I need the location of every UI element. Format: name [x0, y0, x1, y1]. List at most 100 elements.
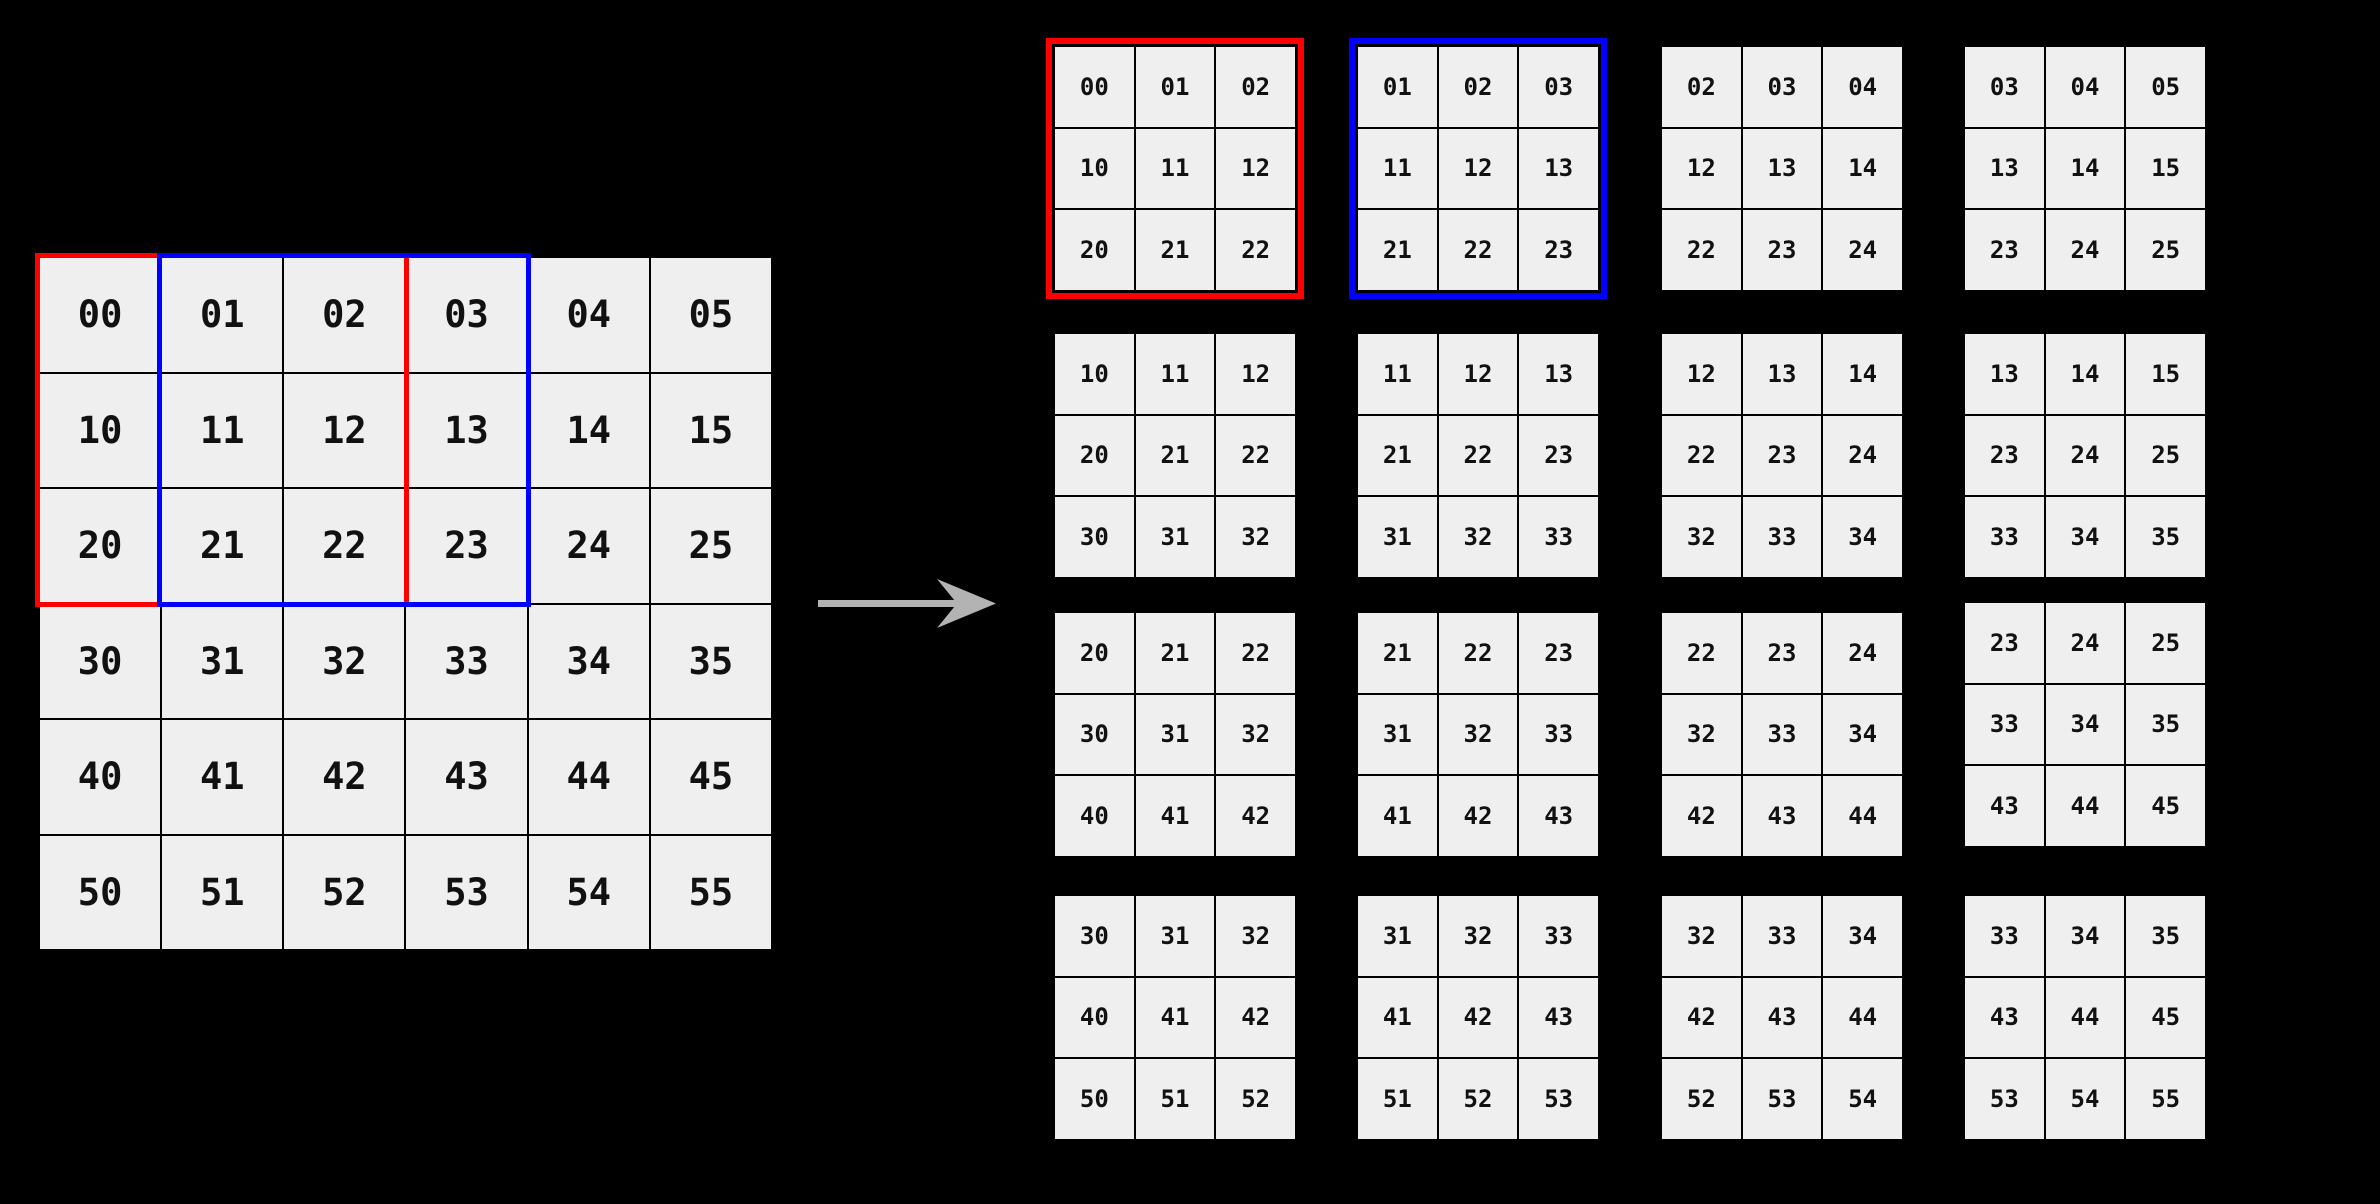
grid-cell: 05	[2126, 47, 2205, 127]
grid-cell: 21	[1135, 613, 1215, 693]
grid-cell: 22	[1216, 210, 1295, 290]
grid-cell: 33	[1742, 694, 1822, 775]
grid-cell: 11	[1358, 128, 1437, 209]
grid-cell: 20	[40, 489, 161, 603]
grid-cell: 35	[2126, 497, 2205, 577]
grid-cell: 15	[2126, 128, 2205, 209]
grid-cell: 20	[1055, 613, 1134, 693]
grid-cell: 53	[1965, 1059, 2044, 1139]
grid-cell: 35	[2126, 684, 2205, 765]
grid-cell: 31	[1135, 497, 1215, 577]
grid-cell: 32	[1662, 497, 1741, 577]
grid-cell: 20	[1055, 210, 1134, 290]
grid-cell: 41	[1358, 977, 1437, 1058]
grid-cell: 54	[528, 835, 649, 949]
grid-cell: 14	[2045, 128, 2125, 209]
grid-cell: 02	[284, 258, 405, 372]
grid-cell: 14	[528, 373, 649, 487]
grid-cell: 33	[1519, 694, 1598, 775]
grid-cell: 14	[2045, 334, 2125, 414]
grid-cell: 21	[1135, 210, 1215, 290]
grid-cell: 25	[2126, 603, 2205, 683]
grid-cell: 30	[40, 604, 161, 718]
grid-cell: 43	[1965, 977, 2044, 1058]
grid-cell: 43	[1519, 776, 1598, 856]
grid-cell: 12	[1662, 128, 1741, 209]
grid-cell: 34	[1823, 497, 1902, 577]
grid-cell: 22	[1216, 415, 1295, 496]
grid-cell: 35	[650, 604, 771, 718]
grid-cell: 42	[1216, 977, 1295, 1058]
grid-cell: 31	[1135, 896, 1215, 976]
grid-cell: 03	[1519, 47, 1598, 127]
grid-cell: 23	[1965, 603, 2044, 683]
grid-cell: 32	[1662, 694, 1741, 775]
grid-cell: 23	[1965, 210, 2044, 290]
grid-cell: 31	[162, 604, 283, 718]
grid-cell: 22	[1438, 613, 1518, 693]
grid-cell: 35	[2126, 896, 2205, 976]
grid-cell: 24	[2045, 210, 2125, 290]
grid-cell: 30	[1055, 896, 1134, 976]
grid-cell: 55	[650, 835, 771, 949]
grid-cell: 24	[2045, 415, 2125, 496]
grid-cell: 23	[1742, 210, 1822, 290]
grid-cell: 51	[1358, 1059, 1437, 1139]
grid-cell: 32	[284, 604, 405, 718]
grid-cell: 50	[1055, 1059, 1134, 1139]
grid-cell: 32	[1438, 497, 1518, 577]
grid-cell: 42	[1438, 977, 1518, 1058]
grid-cell: 11	[1358, 334, 1437, 414]
grid-cell: 23	[1519, 210, 1598, 290]
grid-cell: 33	[1742, 896, 1822, 976]
grid-cell: 22	[1662, 613, 1741, 693]
grid-cell: 34	[2045, 497, 2125, 577]
grid-cell: 31	[1358, 694, 1437, 775]
grid-cell: 12	[284, 373, 405, 487]
grid-cell: 53	[1742, 1059, 1822, 1139]
grid-cell: 23	[1742, 613, 1822, 693]
grid-cell: 40	[40, 720, 161, 834]
grid-cell: 03	[1965, 47, 2044, 127]
grid-cell: 25	[2126, 210, 2205, 290]
grid-cell: 33	[1519, 497, 1598, 577]
grid-cell: 22	[1438, 415, 1518, 496]
grid-cell: 13	[1519, 128, 1598, 209]
grid-cell: 40	[1055, 776, 1134, 856]
grid-cell: 22	[1216, 613, 1295, 693]
grid-cell: 10	[1055, 128, 1134, 209]
grid-cell: 51	[162, 835, 283, 949]
grid-cell: 00	[1055, 47, 1134, 127]
grid-cell: 44	[1823, 776, 1902, 856]
grid-cell: 34	[2045, 684, 2125, 765]
grid-cell: 33	[1742, 497, 1822, 577]
grid-cell: 43	[1965, 766, 2044, 846]
grid-cell: 22	[1662, 415, 1741, 496]
grid-cell: 21	[1135, 415, 1215, 496]
grid-cell: 32	[1216, 694, 1295, 775]
grid-cell: 41	[162, 720, 283, 834]
grid-cell: 41	[1135, 977, 1215, 1058]
grid-cell: 00	[40, 258, 161, 372]
grid-cell: 12	[1216, 128, 1295, 209]
grid-cell: 23	[1742, 415, 1822, 496]
grid-cell: 22	[1438, 210, 1518, 290]
grid-cell: 01	[162, 258, 283, 372]
grid-cell: 33	[1965, 896, 2044, 976]
grid-cell: 21	[1358, 613, 1437, 693]
grid-cell: 44	[528, 720, 649, 834]
grid-cell: 42	[1216, 776, 1295, 856]
grid-cell: 44	[2045, 977, 2125, 1058]
grid-cell: 34	[1823, 896, 1902, 976]
grid-cell: 54	[2045, 1059, 2125, 1139]
grid-cell: 24	[1823, 210, 1902, 290]
grid-cell: 32	[1216, 497, 1295, 577]
grid-cell: 23	[1965, 415, 2044, 496]
